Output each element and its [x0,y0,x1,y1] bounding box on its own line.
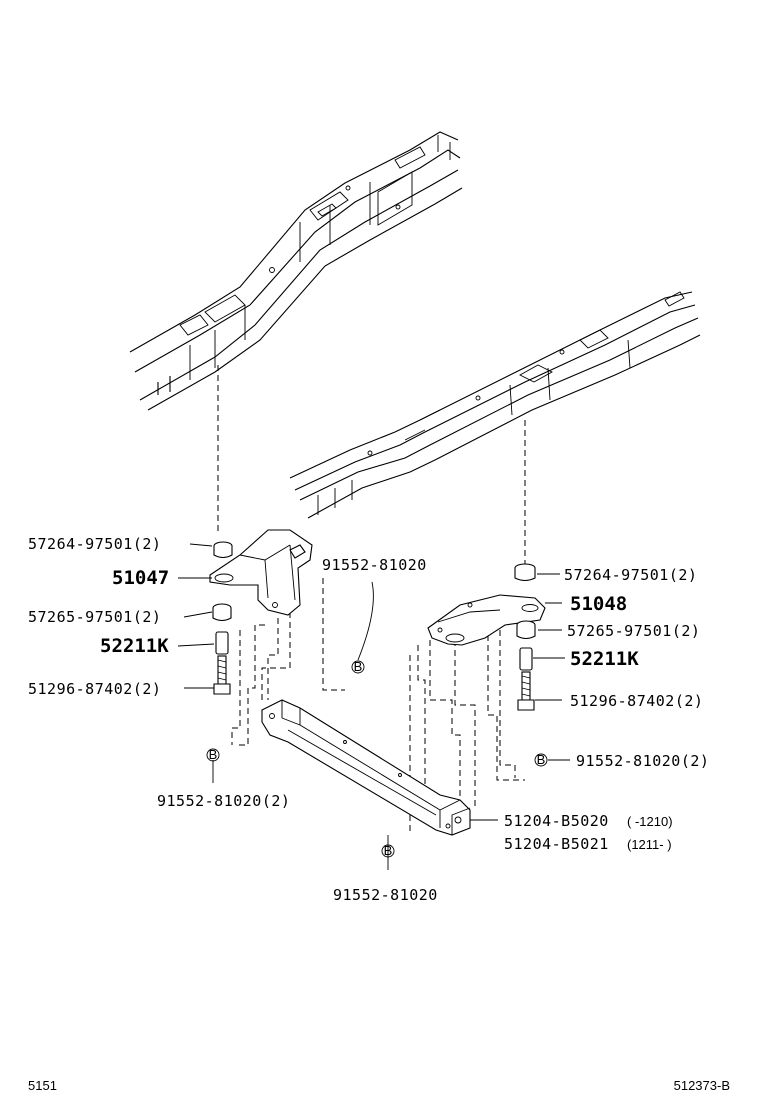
collar-52211k-left [215,631,229,655]
bushing-57265-right [516,620,536,640]
label-51204-b5020-range: ( -1210) [627,814,673,829]
footer-illustration-id: 512373-B [674,1078,730,1093]
callout-b-right: B [534,752,548,767]
bolt-51296-left [213,655,231,695]
label-51204-b5021-range: (1211- ) [627,837,672,852]
footer-page-code: 5151 [28,1078,57,1093]
label-52211k-left: 52211K [100,635,169,657]
bolt-51296-right [517,671,535,711]
callout-b-bottom: B [381,843,395,858]
label-91552-right: 91552-81020(2) [576,752,709,770]
label-91552-top: 91552-81020 [322,556,427,574]
callout-b-left: B [206,747,220,762]
label-91552-bottom: 91552-81020 [333,886,438,904]
leader-lines [177,543,570,870]
frame-rail-left [129,131,463,411]
svg-text:B: B [209,747,218,762]
label-91552-left: 91552-81020(2) [157,792,290,810]
label-51296-right: 51296-87402(2) [570,692,703,710]
callout-b-top: B [351,659,365,674]
bushing-57264-right [514,563,536,582]
label-51296-left: 51296-87402(2) [28,680,161,698]
bracket-51047 [209,529,313,616]
crossmember-51204 [261,699,471,836]
collar-52211k-right [519,647,533,671]
svg-text:B: B [537,752,546,767]
label-51204-b5020: 51204-B5020 [504,812,609,830]
label-57265-left: 57265-97501(2) [28,608,161,626]
label-51204-b5021: 51204-B5021 [504,835,609,853]
bushing-57264-left [213,541,233,559]
label-51047: 51047 [112,567,169,589]
label-57265-right: 57265-97501(2) [567,622,700,640]
label-57264-right: 57264-97501(2) [564,566,697,584]
label-57264-left: 57264-97501(2) [28,535,161,553]
bushing-57265-left [212,603,232,622]
svg-text:B: B [354,659,363,674]
frame-rail-right [289,291,701,519]
label-52211k-right: 52211K [570,648,639,670]
svg-text:B: B [384,843,393,858]
label-51048: 51048 [570,593,627,615]
